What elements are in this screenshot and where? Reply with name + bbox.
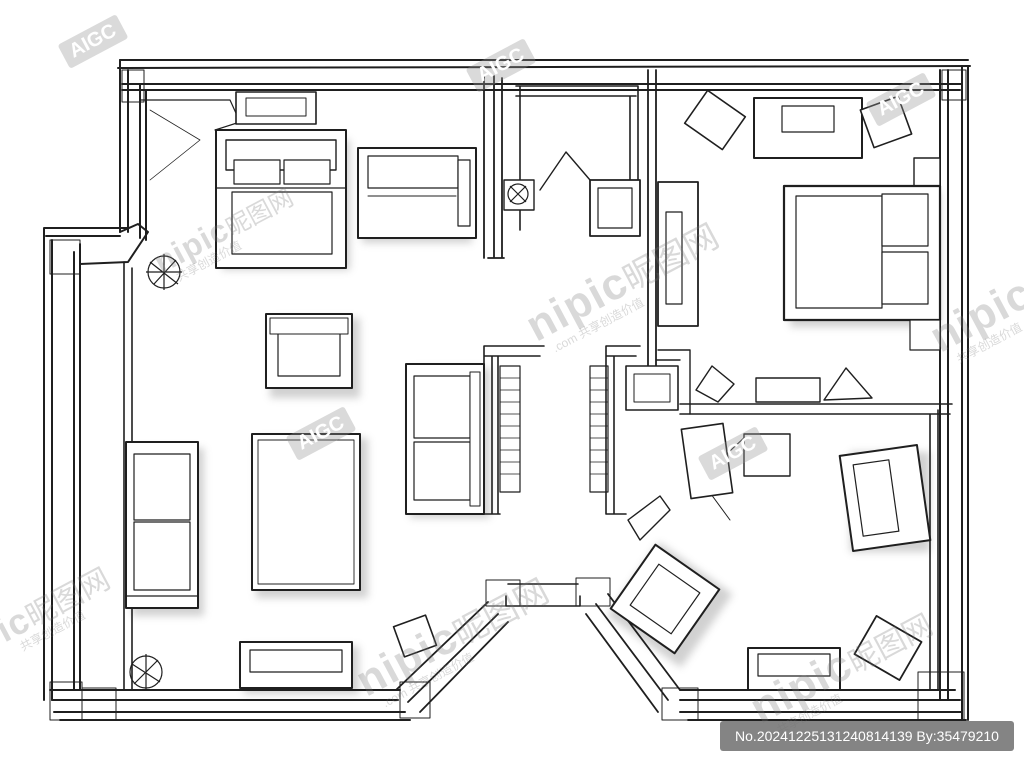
plants xyxy=(129,183,529,690)
furniture xyxy=(125,89,942,691)
image-id-badge: No.20241225131240814139 By:35479210 xyxy=(720,721,1014,751)
